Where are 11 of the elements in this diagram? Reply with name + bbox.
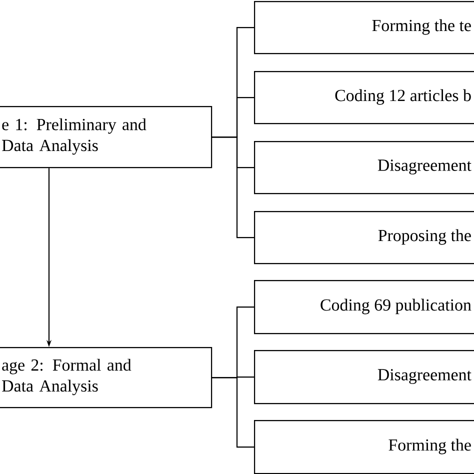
step-box: Coding 69 publication <box>254 280 474 334</box>
step-box: Proposing the <box>254 211 474 264</box>
stage-box: e 1: Preliminary and Data Analysis <box>0 106 212 168</box>
step-box: Coding 12 articles b <box>254 71 474 124</box>
stage-box: age 2: Formal and Data Analysis <box>0 347 212 408</box>
step-box: Forming the <box>254 420 474 474</box>
step-box: Forming the te <box>254 1 474 54</box>
step-box: Disagreement <box>254 350 474 404</box>
step-box: Disagreement <box>254 141 474 194</box>
connector-line <box>212 377 255 448</box>
connector-line <box>212 136 255 238</box>
